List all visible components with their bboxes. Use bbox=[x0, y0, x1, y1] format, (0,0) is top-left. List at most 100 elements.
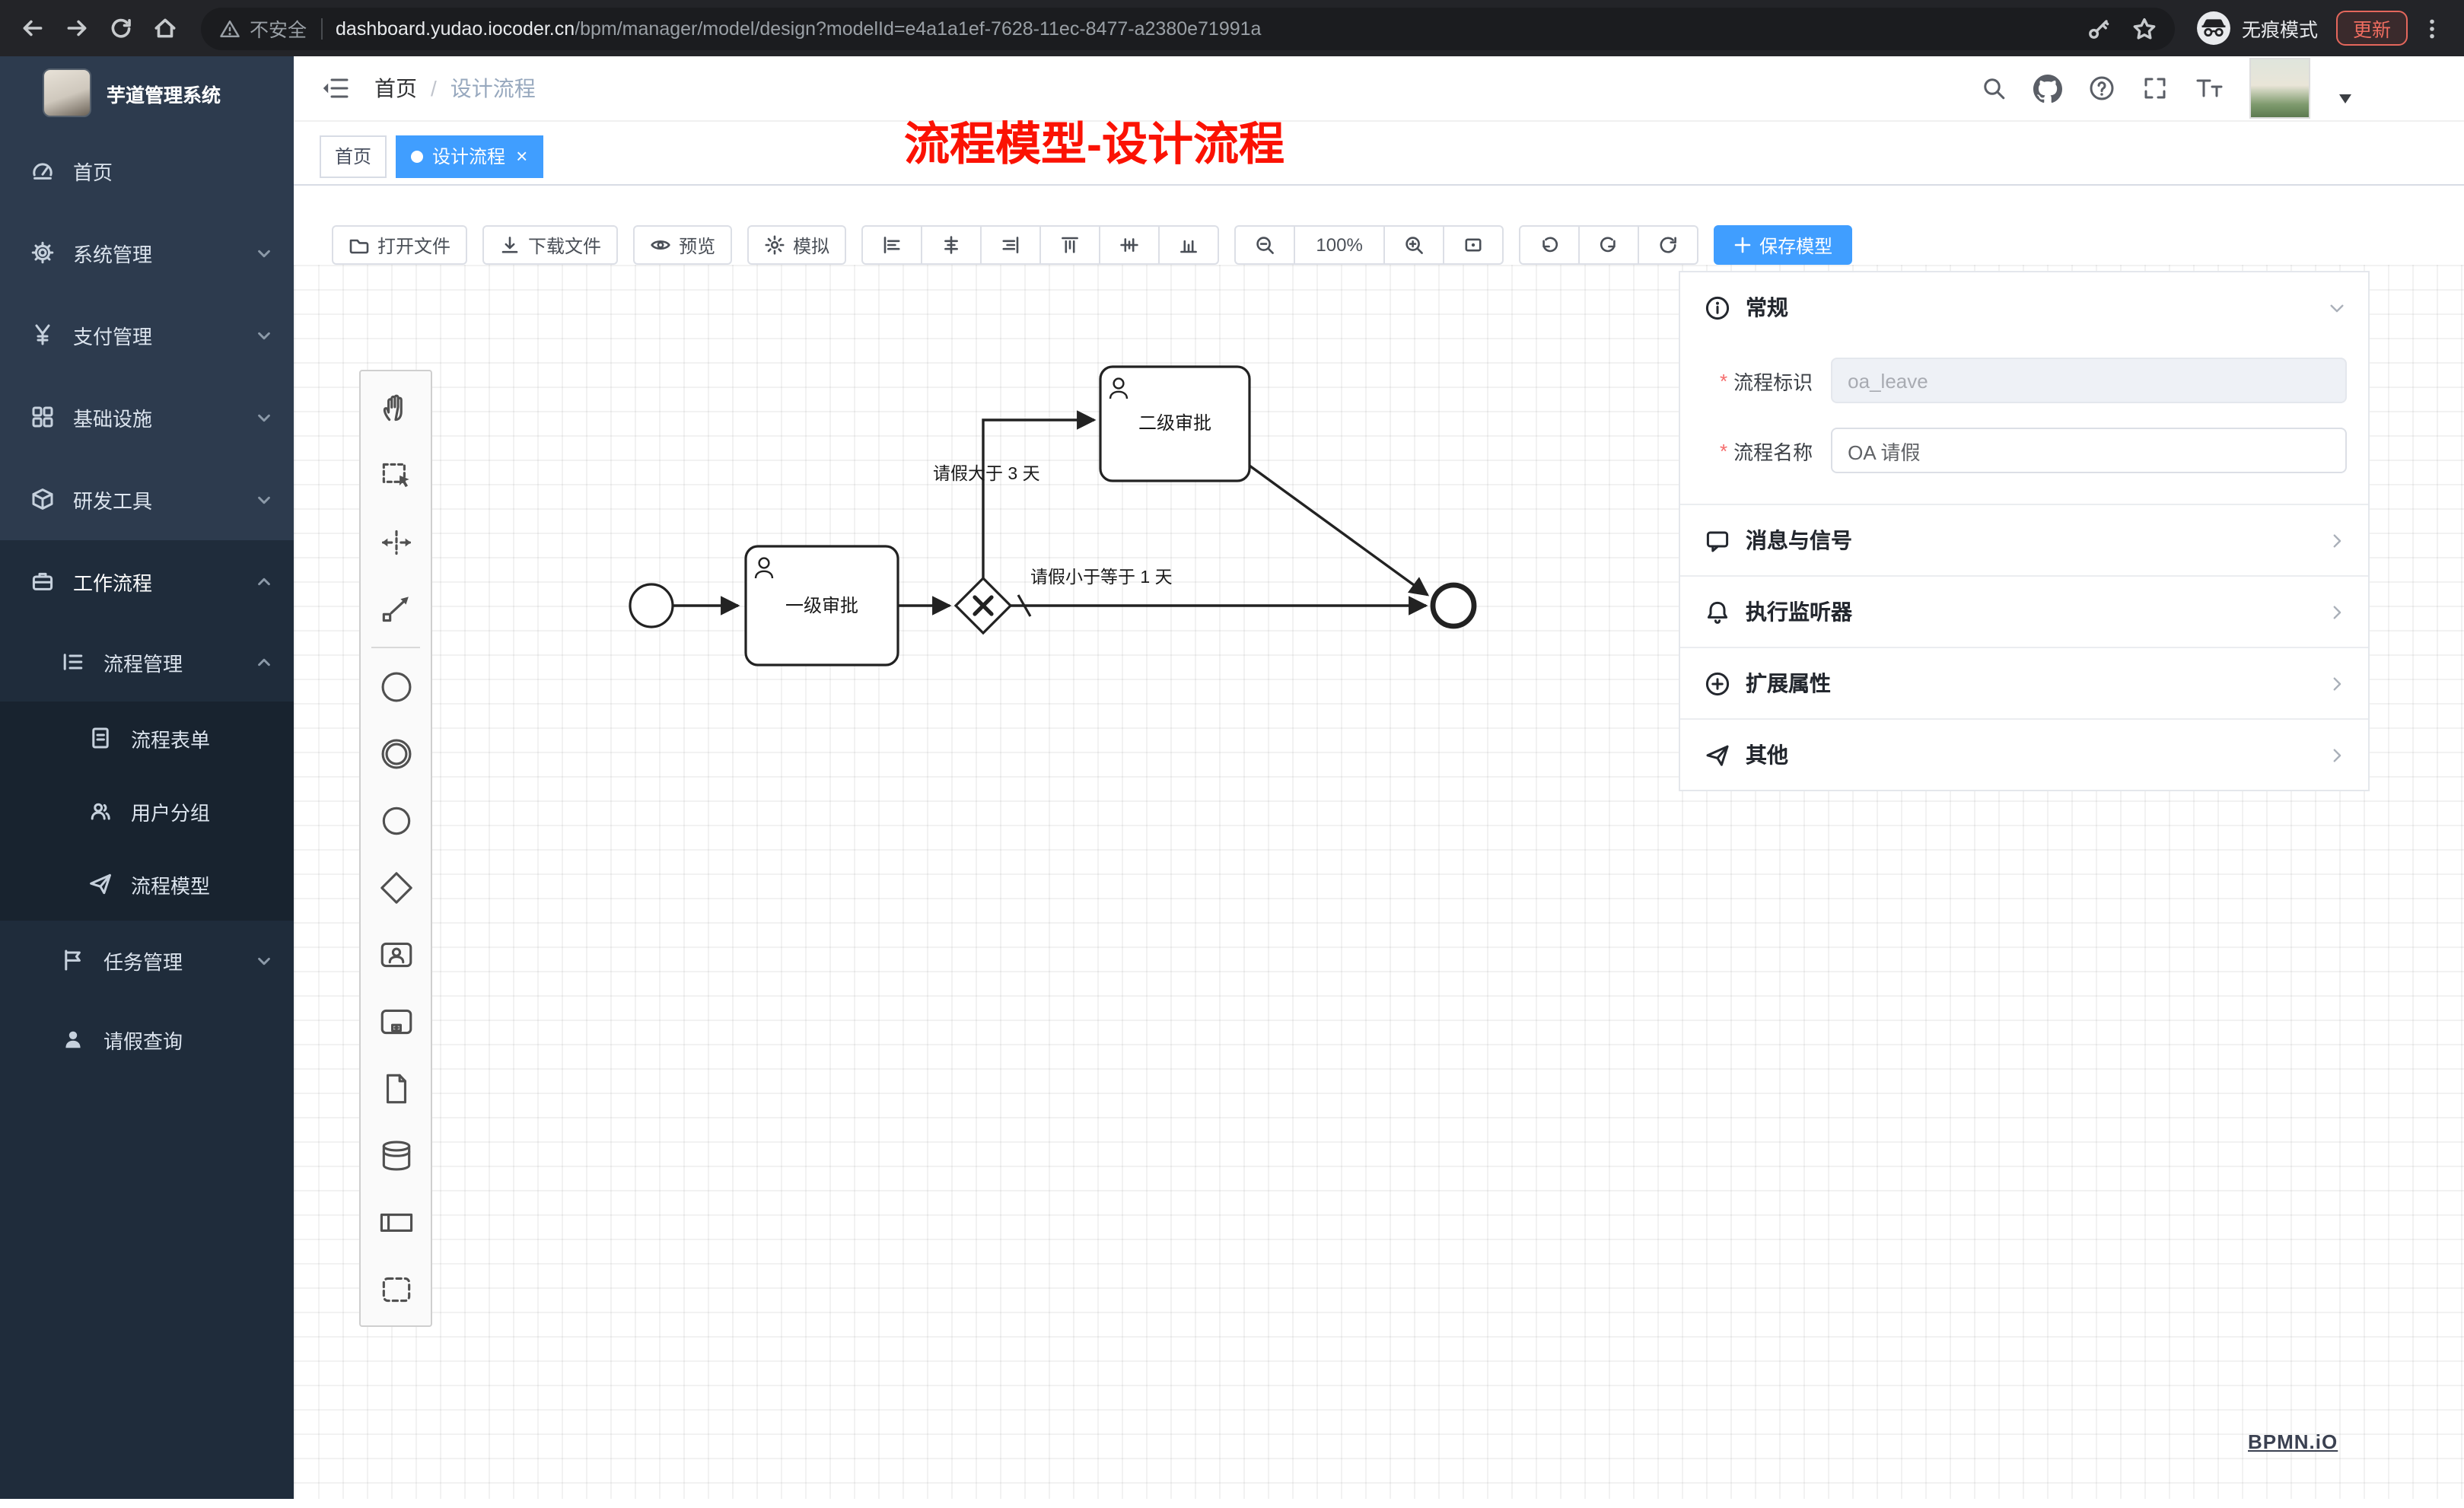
bpmn-diagram[interactable]: 一级审批 bbox=[294, 265, 2464, 1508]
search-icon[interactable] bbox=[1980, 75, 2007, 102]
create-gateway-icon[interactable] bbox=[362, 854, 429, 921]
create-end-event-icon[interactable] bbox=[362, 787, 429, 854]
align-right-button[interactable] bbox=[980, 225, 1042, 265]
yen-icon bbox=[35, 324, 50, 345]
sidebar-item-workflow[interactable]: 工作流程 bbox=[0, 540, 294, 622]
back-icon[interactable] bbox=[12, 8, 53, 49]
bell-icon bbox=[1707, 600, 1728, 623]
undo-button[interactable] bbox=[1519, 225, 1581, 265]
app-logo[interactable]: 芋道管理系统 bbox=[0, 56, 294, 129]
process-key-label: 流程标识 bbox=[1733, 371, 1813, 393]
user-avatar[interactable] bbox=[2249, 58, 2310, 119]
sidebar-item-process-form[interactable]: 流程表单 bbox=[0, 702, 294, 775]
create-sub-process-icon[interactable] bbox=[362, 988, 429, 1055]
chrome-menu-icon[interactable] bbox=[2411, 8, 2452, 49]
create-participant-icon[interactable] bbox=[362, 1188, 429, 1255]
condition-label-gt3[interactable]: 请假大于 3 天 bbox=[933, 463, 1040, 483]
user-task-level2[interactable]: 二级审批 bbox=[1099, 365, 1251, 482]
align-top-button[interactable] bbox=[1039, 225, 1101, 265]
tab-home[interactable]: 首页 bbox=[320, 135, 387, 177]
align-button-group bbox=[861, 225, 1220, 265]
sidebar-item-payment[interactable]: 支付管理 bbox=[0, 294, 294, 376]
fullscreen-icon[interactable] bbox=[2141, 75, 2169, 102]
avatar-dropdown-caret[interactable] bbox=[2339, 94, 2351, 103]
process-name-input[interactable] bbox=[1831, 428, 2347, 473]
sidebar-item-system[interactable]: 系统管理 bbox=[0, 212, 294, 294]
save-model-button[interactable]: 保存模型 bbox=[1714, 225, 1853, 265]
align-left-button[interactable] bbox=[861, 225, 923, 265]
zoom-reset-button[interactable] bbox=[1443, 225, 1504, 265]
chrome-update-button[interactable]: 更新 bbox=[2335, 11, 2408, 46]
end-event[interactable] bbox=[1430, 582, 1477, 629]
sidebar-item-task-management[interactable]: 任务管理 bbox=[0, 921, 294, 1000]
zoom-in-button[interactable] bbox=[1383, 225, 1445, 265]
breadcrumb-current: 设计流程 bbox=[450, 76, 536, 100]
redo-button[interactable] bbox=[1578, 225, 1640, 265]
align-bottom-button[interactable] bbox=[1158, 225, 1220, 265]
sidebar: 芋道管理系统 首页 系统管理 支付管理 基 bbox=[0, 56, 294, 1499]
create-group-icon[interactable] bbox=[362, 1255, 429, 1322]
bpmn-io-watermark[interactable]: BPMN.iO bbox=[2248, 1430, 2338, 1453]
create-data-object-icon[interactable] bbox=[362, 1055, 429, 1121]
briefcase-icon bbox=[32, 572, 53, 590]
flow-task2-to-end[interactable] bbox=[1249, 464, 1430, 597]
sidebar-item-process-model[interactable]: 流程模型 bbox=[0, 848, 294, 921]
collapse-sidebar-icon[interactable] bbox=[320, 73, 350, 103]
bookmark-star-icon[interactable] bbox=[2132, 16, 2157, 40]
panel-section-other: 其他 bbox=[1680, 718, 2368, 790]
user-task-level1[interactable]: 一级审批 bbox=[744, 545, 899, 667]
paper-plane-icon bbox=[90, 873, 111, 895]
align-middle-vertical-button[interactable] bbox=[1099, 225, 1160, 265]
default-flow-marker bbox=[1017, 594, 1032, 617]
simulate-button[interactable]: 模拟 bbox=[747, 225, 847, 265]
align-center-horizontal-button[interactable] bbox=[921, 225, 982, 265]
tab-close-icon[interactable]: × bbox=[516, 145, 528, 167]
breadcrumb-home[interactable]: 首页 bbox=[374, 76, 417, 100]
restart-button[interactable] bbox=[1638, 225, 1699, 265]
lasso-tool-icon[interactable] bbox=[362, 441, 429, 508]
flow-gateway-to-task2[interactable] bbox=[982, 410, 1097, 578]
space-tool-icon[interactable] bbox=[362, 508, 429, 575]
start-event[interactable] bbox=[629, 583, 674, 628]
reload-icon[interactable] bbox=[100, 8, 142, 49]
home-icon[interactable] bbox=[145, 8, 186, 49]
user-icon bbox=[1109, 377, 1129, 399]
security-label[interactable]: 不安全 bbox=[250, 20, 307, 41]
download-file-button[interactable]: 下载文件 bbox=[482, 225, 619, 265]
sidebar-item-infrastructure[interactable]: 基础设施 bbox=[0, 376, 294, 458]
help-icon[interactable] bbox=[2088, 75, 2115, 102]
condition-label-le1[interactable]: 请假小于等于 1 天 bbox=[1030, 567, 1173, 587]
zoom-out-button[interactable] bbox=[1234, 225, 1296, 265]
omnibox[interactable]: 不安全 dashboard.yudao.iocoder.cn/bpm/manag… bbox=[201, 7, 2175, 49]
hand-tool-icon[interactable] bbox=[362, 374, 429, 441]
message-icon bbox=[1706, 530, 1729, 552]
document-icon bbox=[92, 727, 109, 749]
exclusive-gateway[interactable] bbox=[953, 576, 1013, 635]
omnibox-divider bbox=[320, 17, 323, 39]
preview-button[interactable]: 预览 bbox=[633, 225, 733, 265]
password-key-icon[interactable] bbox=[2087, 16, 2111, 40]
tab-design-process[interactable]: 设计流程 × bbox=[396, 135, 543, 177]
sidebar-item-devtools[interactable]: 研发工具 bbox=[0, 458, 294, 540]
forward-icon[interactable] bbox=[56, 8, 97, 49]
open-file-button[interactable]: 打开文件 bbox=[332, 225, 468, 265]
create-intermediate-event-icon[interactable] bbox=[362, 720, 429, 787]
panel-section-general: 常规 * 流程标识 * bbox=[1680, 272, 2368, 504]
create-data-store-icon[interactable] bbox=[362, 1121, 429, 1188]
properties-panel: 常规 * 流程标识 * bbox=[1679, 271, 2370, 791]
sidebar-item-leave-query[interactable]: 请假查询 bbox=[0, 1000, 294, 1079]
create-user-task-icon[interactable] bbox=[362, 921, 429, 988]
svg-text:一级审批: 一级审批 bbox=[785, 596, 858, 616]
panel-section-general-header[interactable]: 常规 bbox=[1680, 272, 2368, 342]
simulate-gear-icon bbox=[765, 235, 785, 255]
bpmn-canvas[interactable]: 一级审批 bbox=[294, 265, 2464, 1499]
create-start-event-icon[interactable] bbox=[362, 653, 429, 720]
dashboard-icon bbox=[33, 163, 53, 180]
sidebar-item-home[interactable]: 首页 bbox=[0, 129, 294, 212]
global-connect-tool-icon[interactable] bbox=[362, 575, 429, 642]
sidebar-item-user-group[interactable]: 用户分组 bbox=[0, 775, 294, 848]
font-size-icon[interactable] bbox=[2195, 75, 2224, 102]
sidebar-item-process-management[interactable]: 流程管理 bbox=[0, 622, 294, 702]
github-icon[interactable] bbox=[2033, 74, 2062, 103]
